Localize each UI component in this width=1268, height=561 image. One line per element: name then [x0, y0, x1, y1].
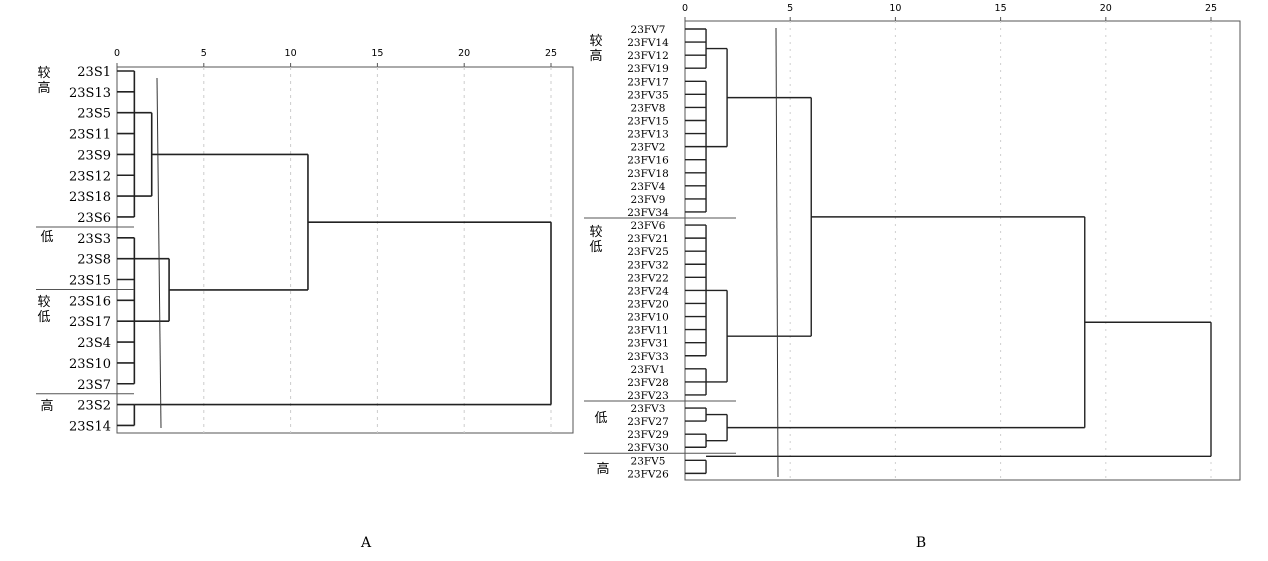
- panel-a-leaf-label: 23S15: [69, 274, 111, 289]
- panel-a-group-label: 低: [40, 230, 53, 245]
- panel-b-leaf-label: 23FV28: [627, 377, 669, 389]
- panel-b-leaf-label: 23FV4: [631, 181, 666, 193]
- panel-b-leaf-label: 23FV16: [627, 155, 669, 167]
- panel-b-leaf-label: 23FV20: [627, 298, 669, 310]
- panel-a-tick-label: 20: [458, 48, 470, 59]
- panel-a-leaf-label: 23S14: [69, 419, 111, 434]
- panel-b-leaf-label: 23FV9: [631, 194, 666, 206]
- panel-b-leaf-label: 23FV7: [631, 24, 666, 36]
- panel-a-leaf-label: 23S13: [69, 86, 111, 101]
- panel-b-group-label: 低: [594, 411, 607, 426]
- panel-a-leaf-label: 23S16: [69, 294, 111, 309]
- panel-b-leaf-label: 23FV13: [627, 129, 669, 141]
- panel-b-leaf-label: 23FV31: [627, 338, 669, 350]
- panel-b-leaf-label: 23FV15: [627, 115, 669, 127]
- panel-b-leaf-label: 23FV18: [627, 168, 669, 180]
- panel-a: 0 5 10 15 20 25 23S1 23S13 23S5 23S11 23S9 23S12 23…: [36, 48, 574, 551]
- panel-b-leaf-label: 23FV32: [627, 259, 669, 271]
- panel-b-leaf-label: 23FV17: [627, 76, 669, 88]
- panel-a-tick-label: 25: [545, 48, 557, 59]
- panel-a-leaf-label: 23S3: [77, 232, 111, 247]
- panel-b-leaf-label: 23FV33: [627, 351, 669, 363]
- panel-a-tick-label: 5: [201, 48, 207, 59]
- panel-b-leaf-label: 23FV3: [631, 403, 666, 415]
- panel-b-group-label: 较低: [589, 225, 602, 255]
- panel-b-tick-label: 20: [1100, 3, 1112, 14]
- panel-b-leaf-label: 23FV35: [627, 89, 669, 101]
- panel-b-group-label: 高: [596, 461, 609, 477]
- panel-b-leaf-label: 23FV11: [627, 325, 669, 337]
- panel-a-leaf-label: 23S7: [77, 378, 111, 393]
- panel-a-leaf-label: 23S6: [77, 211, 111, 226]
- panel-a-group-label: 高: [40, 398, 53, 414]
- panel-b-leaf-label: 23FV5: [631, 455, 666, 467]
- panel-a-leaf-label: 23S9: [77, 148, 111, 163]
- panel-b-leaf-label: 23FV19: [627, 63, 669, 75]
- panel-b-tick-label: 10: [889, 3, 901, 14]
- panel-b-tick-label: 25: [1205, 3, 1217, 14]
- panel-a-leaf-label: 23S1: [77, 65, 111, 80]
- panel-b-leaf-label: 23FV8: [631, 102, 666, 114]
- panel-b: 0 5 10 15 20 25 23FV723FV1423FV1223FV1923FV17…: [584, 3, 1241, 551]
- panel-a-group-label: 较高: [37, 66, 50, 96]
- panel-b-leaf-label: 23FV10: [627, 312, 669, 324]
- panel-b-leaf-label: 23FV30: [627, 442, 669, 454]
- panel-b-frame: [684, 20, 1241, 481]
- panel-b-leaf-label: 23FV2: [631, 142, 666, 154]
- panel-b-leaf-label: 23FV12: [627, 50, 669, 62]
- panel-b-tick-label: 0: [682, 3, 688, 14]
- panel-b-leaf-label: 23FV6: [631, 220, 666, 232]
- panel-a-leaf-label: 23S11: [69, 128, 111, 143]
- panel-b-tick-label: 15: [995, 3, 1007, 14]
- panel-a-caption: A: [360, 535, 372, 551]
- panel-a-leaf-label: 23S12: [69, 169, 111, 184]
- panel-b-leaf-label: 23FV24: [627, 285, 669, 297]
- panel-b-leaf-label: 23FV26: [627, 468, 669, 480]
- panel-b-leaf-label: 23FV25: [627, 246, 669, 258]
- panel-a-leaf-label: 23S8: [77, 253, 111, 268]
- panel-b-cut-line: [775, 27, 779, 478]
- panel-b-leaf-label: 23FV14: [627, 37, 669, 49]
- panel-b-leaf-label: 23FV22: [627, 272, 669, 284]
- panel-b-leaf-label: 23FV34: [627, 207, 669, 219]
- panel-a-leaf-label: 23S18: [69, 190, 111, 205]
- panel-a-group-label: 较低: [37, 295, 50, 325]
- panel-a-frame: [116, 66, 574, 434]
- panel-a-tick-label: 0: [114, 48, 120, 59]
- panel-a-leaf-label: 23S4: [77, 336, 111, 351]
- panel-a-leaf-label: 23S10: [69, 357, 111, 372]
- panel-a-leaf-label: 23S17: [69, 315, 111, 330]
- panel-b-leaf-label: 23FV27: [627, 416, 669, 428]
- panel-b-leaf-label: 23FV23: [627, 390, 669, 402]
- panel-b-group-label: 较高: [589, 34, 602, 64]
- panel-b-leaf-label: 23FV21: [627, 233, 669, 245]
- panel-a-tick-label: 15: [371, 48, 383, 59]
- panel-a-leaf-label: 23S5: [77, 107, 111, 122]
- panel-b-caption: B: [916, 535, 926, 551]
- panel-a-leaf-label: 23S2: [77, 399, 111, 414]
- panel-a-tick-label: 10: [285, 48, 297, 59]
- panel-b-leaf-label: 23FV29: [627, 429, 669, 441]
- panel-b-leaf-label: 23FV1: [631, 364, 666, 376]
- panel-b-tick-label: 5: [787, 3, 793, 14]
- panel-a-cut-line: [156, 77, 162, 429]
